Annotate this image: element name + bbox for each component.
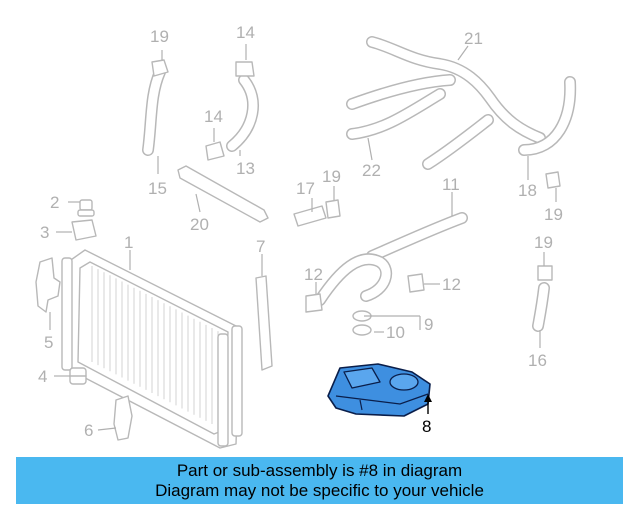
banner-line-2: Diagram may not be specific to your vehi… [155,480,484,500]
callout-21: 21 [464,29,483,48]
callout-9: 9 [424,315,433,334]
callout-1: 1 [124,233,133,252]
mount-part [69,367,87,385]
clamp-14-mid [205,141,225,161]
callout-12: 12 [442,275,461,294]
hose-15 [142,66,166,156]
hose-16 [532,282,550,332]
pipe-assembly-21 [346,36,546,144]
pipe-11 [366,212,468,262]
callout-19: 19 [534,233,553,252]
callout-7: 7 [256,237,265,256]
banner-line-1: Part or sub-assembly is #8 in diagram [176,460,463,480]
callout-19: 19 [150,27,169,46]
arrow-8 [424,394,432,402]
callout-14: 14 [236,23,255,42]
callout-3: 3 [40,223,49,242]
callout-18: 18 [518,181,537,200]
callout-13: 13 [236,159,255,178]
expansion-tank-highlighted[interactable] [327,363,431,417]
clamp-19-mid [325,199,341,219]
callout-5: 5 [44,333,53,352]
callout-6: 6 [84,421,93,440]
hose-17 [293,205,327,227]
callout-4: 4 [38,367,47,386]
pipe-20 [177,165,269,223]
info-banner: Part or sub-assembly is #8 in diagram Di… [16,457,623,504]
callout-14: 14 [204,107,223,126]
seal-part [255,275,273,371]
lower-bracket-part [113,395,133,441]
callout-15: 15 [148,179,167,198]
grommets-10 [352,310,372,336]
clamp-12-left [305,293,323,313]
callout-10: 10 [386,323,405,342]
clamp-19-lower [537,265,553,281]
callout-16: 16 [528,351,547,370]
hose-18 [518,76,577,156]
bracket-part [35,257,61,313]
callout-22: 22 [362,161,381,180]
parts-diagram: 19 14 14 13 15 20 2 3 1 7 5 4 6 17 19 11… [35,23,577,449]
callout-2: 2 [50,193,59,212]
leader-lines [49,44,557,431]
radiator-part [61,249,243,449]
clamp-19-top [151,59,169,77]
clamp-14-top [235,61,255,77]
hose-lower-left [314,253,393,306]
callout-19: 19 [322,167,341,186]
callout-19: 19 [544,205,563,224]
callout-8-highlighted: 8 [422,417,431,436]
callout-11: 11 [442,175,460,194]
callout-20: 20 [190,215,209,234]
pipe-22 [346,88,494,170]
grommet-part [71,219,97,241]
cap-part [77,199,95,217]
clamp-12-right [407,273,425,293]
callout-17: 17 [296,179,315,198]
hose-13 [226,74,260,152]
callout-12: 12 [304,265,323,284]
clamp-19-right [545,171,561,189]
